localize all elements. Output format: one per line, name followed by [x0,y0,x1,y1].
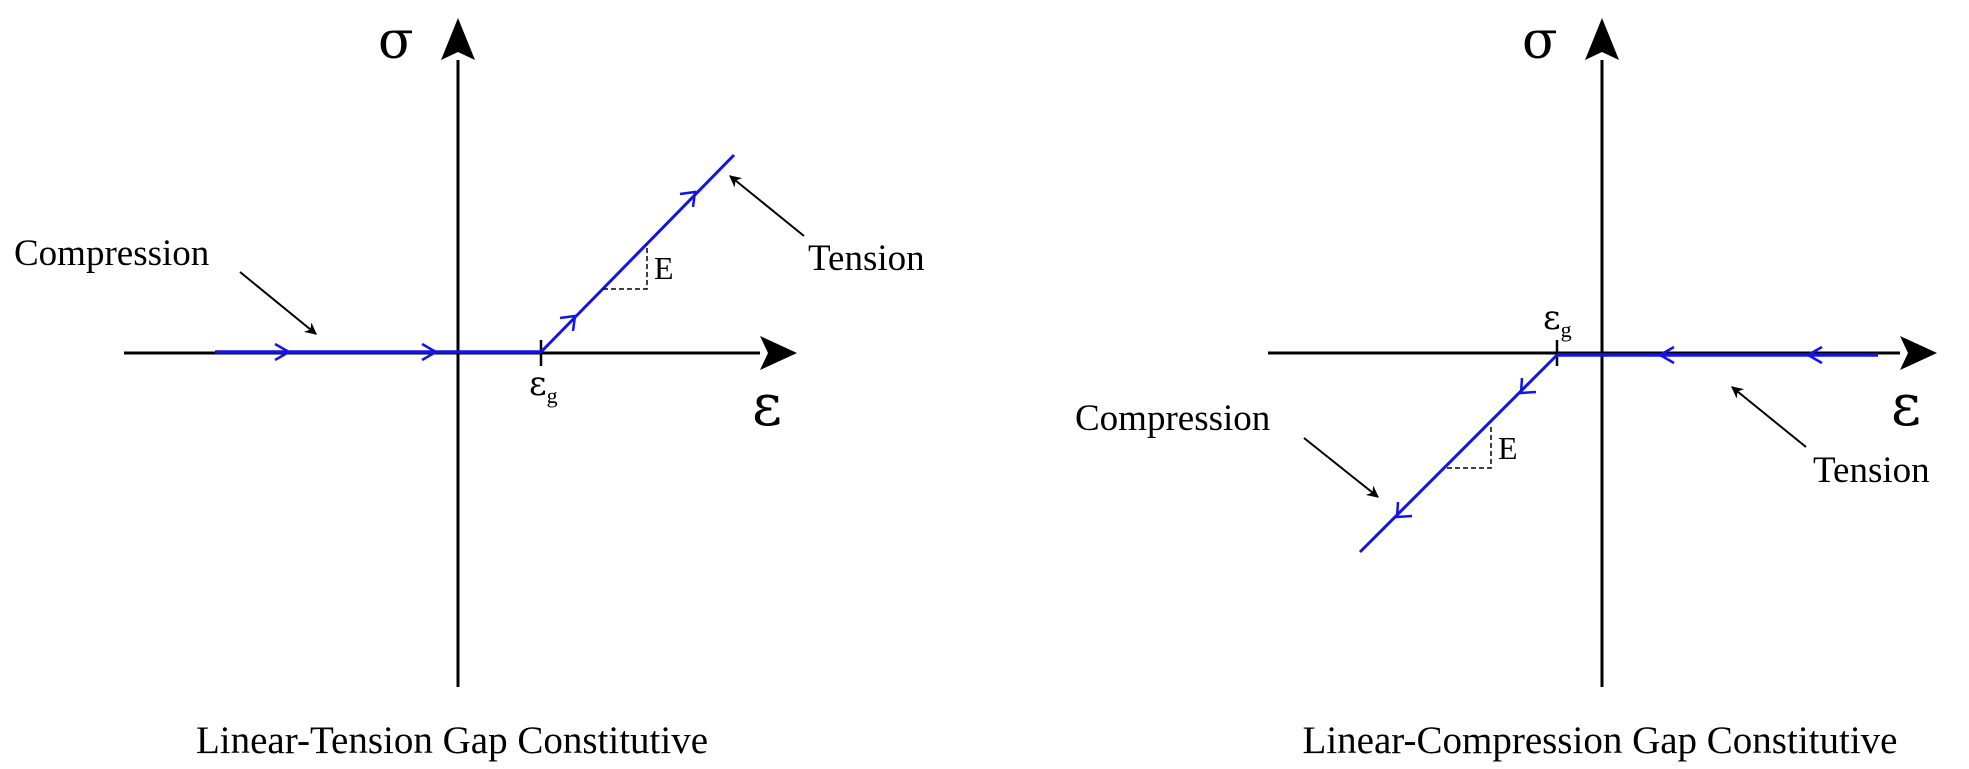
panel-title: Linear-Tension Gap Constitutive [196,719,708,762]
direction-arrow [274,342,292,362]
tension-branch [539,153,736,354]
panel-title: Linear-Compression Gap Constitutive [1303,719,1898,762]
direction-arrow [1395,501,1413,519]
gap-strain-symbol: ε [1543,298,1561,338]
modulus-triangle [1447,424,1492,469]
direction-arrow [1805,345,1823,365]
gap-strain-label: εg [1543,298,1572,342]
tension-pointer-arrow [1731,386,1807,448]
gap-strain-symbol: ε [529,364,547,404]
modulus-label: E [654,250,674,286]
y-axis-label: σ [1522,11,1558,71]
direction-arrow [421,342,439,362]
direction-arrow [1657,345,1675,365]
compression-pointer-arrow [239,271,317,335]
x-axis-label: ε [752,371,782,439]
tension-label: Tension [808,238,925,279]
direction-arrow [679,190,697,208]
compression-branch [1358,353,1559,554]
panel-linear-tension-gap: σ ε εg E Compression Tension Linear-Tens… [14,11,925,762]
y-axis [441,18,475,687]
modulus-label: E [1498,430,1518,466]
gap-strain-subscript: g [547,383,558,408]
tension-pointer-arrow [729,175,805,237]
gap-strain-subscript: g [1561,317,1572,342]
compression-label: Compression [1075,398,1270,439]
direction-arrow [559,314,577,332]
x-axis-label: ε [1891,371,1921,439]
panel-linear-compression-gap: σ ε εg E Compression Tension Linear-Comp… [1075,11,1937,762]
gap-strain-label: εg [529,364,558,408]
modulus-triangle [603,244,648,290]
y-axis-label: σ [378,11,414,71]
y-axis [1585,18,1619,687]
x-axis [1268,336,1937,370]
compression-label: Compression [14,233,209,274]
tension-label: Tension [1813,450,1930,491]
compression-pointer-arrow [1303,437,1379,498]
direction-arrow [1519,377,1537,395]
